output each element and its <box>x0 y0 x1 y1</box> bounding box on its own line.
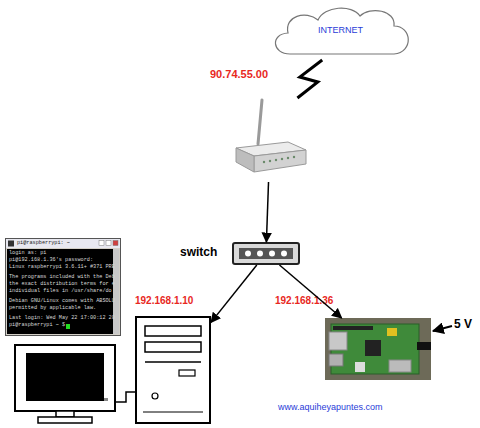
terminal-window-shape-part <box>8 241 14 247</box>
raspberry-pi-shape-part <box>333 326 373 330</box>
pc-tower-shape-part <box>152 393 158 399</box>
router-node-shape-part <box>287 157 289 159</box>
terminal-window-shape-part <box>66 324 70 329</box>
node-text: pi@192.168.1.36's password: <box>9 258 93 264</box>
pc-tower: 192.168.1.10 <box>135 316 211 424</box>
node-text: 192.168.1.10 <box>135 295 193 306</box>
video-cable <box>115 392 136 402</box>
pc-tower-shape-part <box>179 370 195 376</box>
cloud-node: INTERNET <box>268 4 413 60</box>
pc-tower-shape-part <box>145 342 201 352</box>
raspberry-pi-shape-part <box>325 318 431 380</box>
router-node-shape-part <box>254 150 306 172</box>
network-cable <box>211 265 257 322</box>
raspberry-pi-shape-part <box>389 360 411 372</box>
node-text: switch <box>180 246 217 259</box>
router-node-shape-part <box>269 160 271 162</box>
switch-node-shape-part <box>281 251 287 257</box>
router-node-shape-part <box>263 161 265 163</box>
node-text: pi@raspberrypi: ~ <box>17 241 70 247</box>
pc-tower-shape-part <box>136 317 210 423</box>
node-text: The programs included with the Deb <box>9 275 115 281</box>
switch-node-shape-part <box>233 243 299 264</box>
router-node-shape-part <box>293 156 295 158</box>
raspberry-pi-shape-part <box>417 342 431 350</box>
node-text: the exact distribution terms for e <box>9 282 115 288</box>
switch-node-shape-part <box>245 251 251 257</box>
terminal-window-shape-part <box>113 249 119 334</box>
terminal-window-shape-part <box>99 241 104 246</box>
router-node-shape-part <box>236 148 254 172</box>
terminal-window: pi@raspberrypi: ~ login as: pipi@192.168.… <box>5 238 121 336</box>
voltage-label: 5 V <box>454 318 472 331</box>
raspberry-pi-shape-part <box>329 332 347 350</box>
raspberry-pi-shape <box>325 318 431 380</box>
monitor-drawing <box>15 345 115 423</box>
network-cable <box>279 265 341 318</box>
node-text: individual files in /usr/share/do <box>9 289 112 295</box>
monitor-screen <box>26 353 104 401</box>
terminal-window-shape-part <box>6 239 120 248</box>
node-text: 90.74.55.00 <box>210 68 268 80</box>
node-text: pi@raspberrypi ~ $ <box>9 323 65 329</box>
node-text: INTERNET <box>268 26 413 36</box>
node-text: Debian GNU/Linux comes with ABSOLU <box>9 299 115 305</box>
node-text: permitted by applicable law. <box>9 306 96 312</box>
terminal-window-shape-part <box>113 241 118 246</box>
monitor-base <box>38 417 92 423</box>
arrow-connector <box>266 182 268 242</box>
node-text: 192.168.1.36 <box>275 295 333 306</box>
router-node: 90.74.55.00 <box>232 98 308 182</box>
power-arrow <box>433 326 452 331</box>
switch-node: switch <box>232 242 300 265</box>
switch-node-shape <box>232 242 300 265</box>
raspberry-pi-shape-part <box>355 362 365 372</box>
terminal-window-shape-part <box>106 241 111 246</box>
raspberry-pi-shape-part <box>365 340 381 356</box>
router-node-shape <box>232 98 308 182</box>
node-text: Last login: Wed May 22 17:00:12 20 <box>9 316 115 322</box>
monitor-neck <box>56 411 74 417</box>
raspberry-pi-shape-part <box>329 354 343 366</box>
pc-tower-shape <box>135 316 211 424</box>
terminal-window-shape-part <box>6 239 121 336</box>
pc-tower-shape-part <box>145 326 201 336</box>
watermark: www.aquiheyapuntes.com <box>278 403 383 413</box>
router-node-shape-part <box>258 100 262 144</box>
monitor-frame <box>15 345 115 411</box>
lightning-link <box>297 60 322 98</box>
switch-node-shape-part <box>257 251 263 257</box>
raspberry-pi-shape-part <box>387 328 397 336</box>
raspberry-pi: 192.168.1.36 <box>325 318 431 380</box>
node-text: login as: pi <box>9 251 46 257</box>
node-text: Linux raspberrypi 3.6.11+ #371 PRE <box>9 265 115 271</box>
switch-node-shape-part <box>239 248 293 259</box>
router-node-shape-part <box>275 159 277 161</box>
switch-node-shape-part <box>269 251 275 257</box>
router-node-shape-part <box>281 158 283 160</box>
pc-tower-shape-part <box>145 361 201 363</box>
terminal-window-shape-part <box>7 249 113 334</box>
pc-tower-shape-part <box>143 412 203 413</box>
monitor-button <box>104 398 108 401</box>
